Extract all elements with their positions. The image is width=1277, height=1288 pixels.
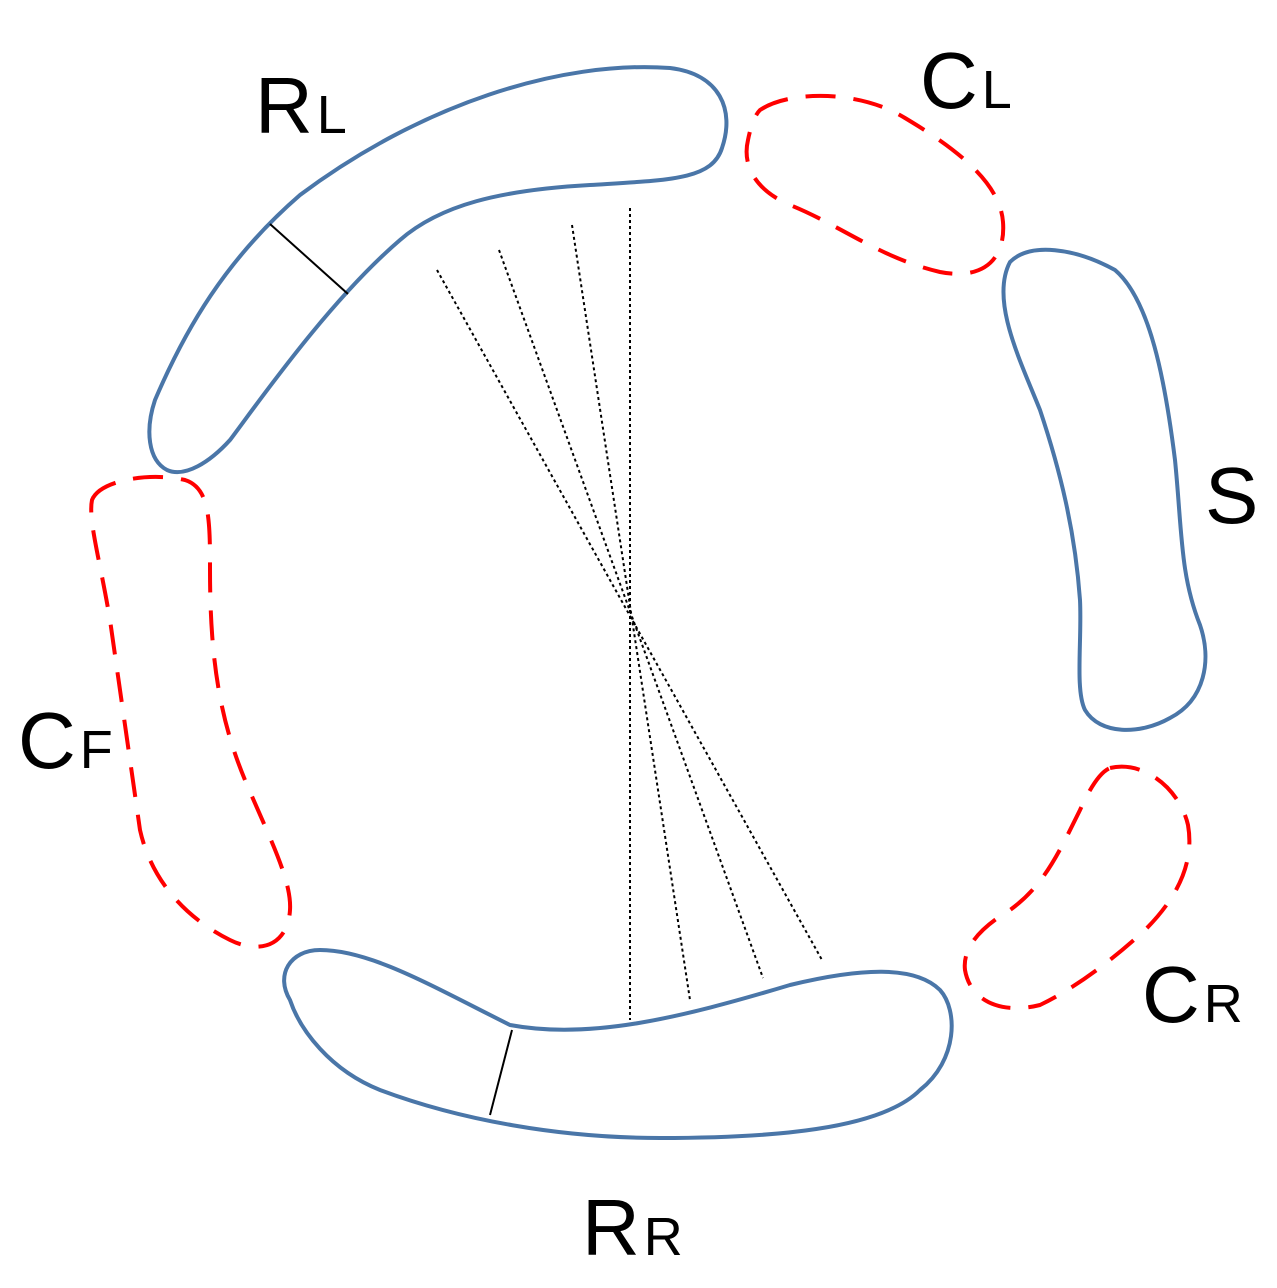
shape-c-left bbox=[744, 93, 1006, 276]
label-r-left: RL bbox=[255, 61, 347, 150]
tick-r-right bbox=[489, 1029, 513, 1116]
label-s: S bbox=[1205, 451, 1258, 540]
label-c-front: CF bbox=[18, 696, 113, 785]
radial-lines bbox=[436, 208, 823, 1020]
label-r-right: RR bbox=[582, 1183, 683, 1272]
shape-r-right bbox=[282, 947, 954, 1141]
tick-r-left bbox=[269, 223, 349, 295]
shape-r-left bbox=[147, 65, 729, 474]
shape-c-front bbox=[89, 474, 293, 949]
shape-s bbox=[1001, 247, 1208, 732]
shape-c-right bbox=[962, 764, 1192, 1011]
label-c-right: CR bbox=[1142, 950, 1243, 1039]
label-c-left: CL bbox=[920, 36, 1012, 125]
